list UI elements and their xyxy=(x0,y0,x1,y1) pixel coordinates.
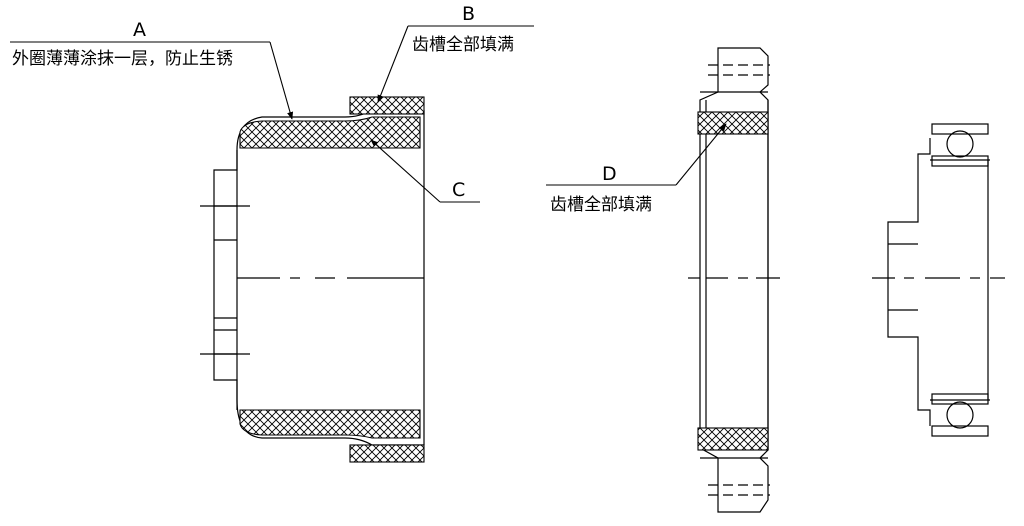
ring-top-fill xyxy=(697,111,769,135)
bearing-assembly-view xyxy=(872,123,1005,437)
hub-fill-bands xyxy=(239,96,425,463)
label-b-note: 齿槽全部填满 xyxy=(412,35,514,55)
gear-b-bottom-fill xyxy=(349,444,425,463)
hub-top-fill xyxy=(239,116,421,149)
label-d-note: 齿槽全部填满 xyxy=(550,195,652,215)
hub-section-view xyxy=(200,109,425,446)
label-b-letter: B xyxy=(462,3,475,25)
hub-bottom-fill xyxy=(239,409,421,439)
ring-gear-view xyxy=(688,47,780,513)
label-a-note: 外圈薄薄涂抹一层，防止生锈 xyxy=(12,49,233,69)
ring-bottom-fill xyxy=(697,427,769,451)
label-a-letter: A xyxy=(133,19,146,41)
label-c-letter: C xyxy=(452,179,465,201)
gear-b-top-fill xyxy=(349,96,425,115)
label-d-letter: D xyxy=(602,163,617,185)
leader-lines xyxy=(10,25,727,203)
ring-gear-fill-bands xyxy=(697,111,769,451)
